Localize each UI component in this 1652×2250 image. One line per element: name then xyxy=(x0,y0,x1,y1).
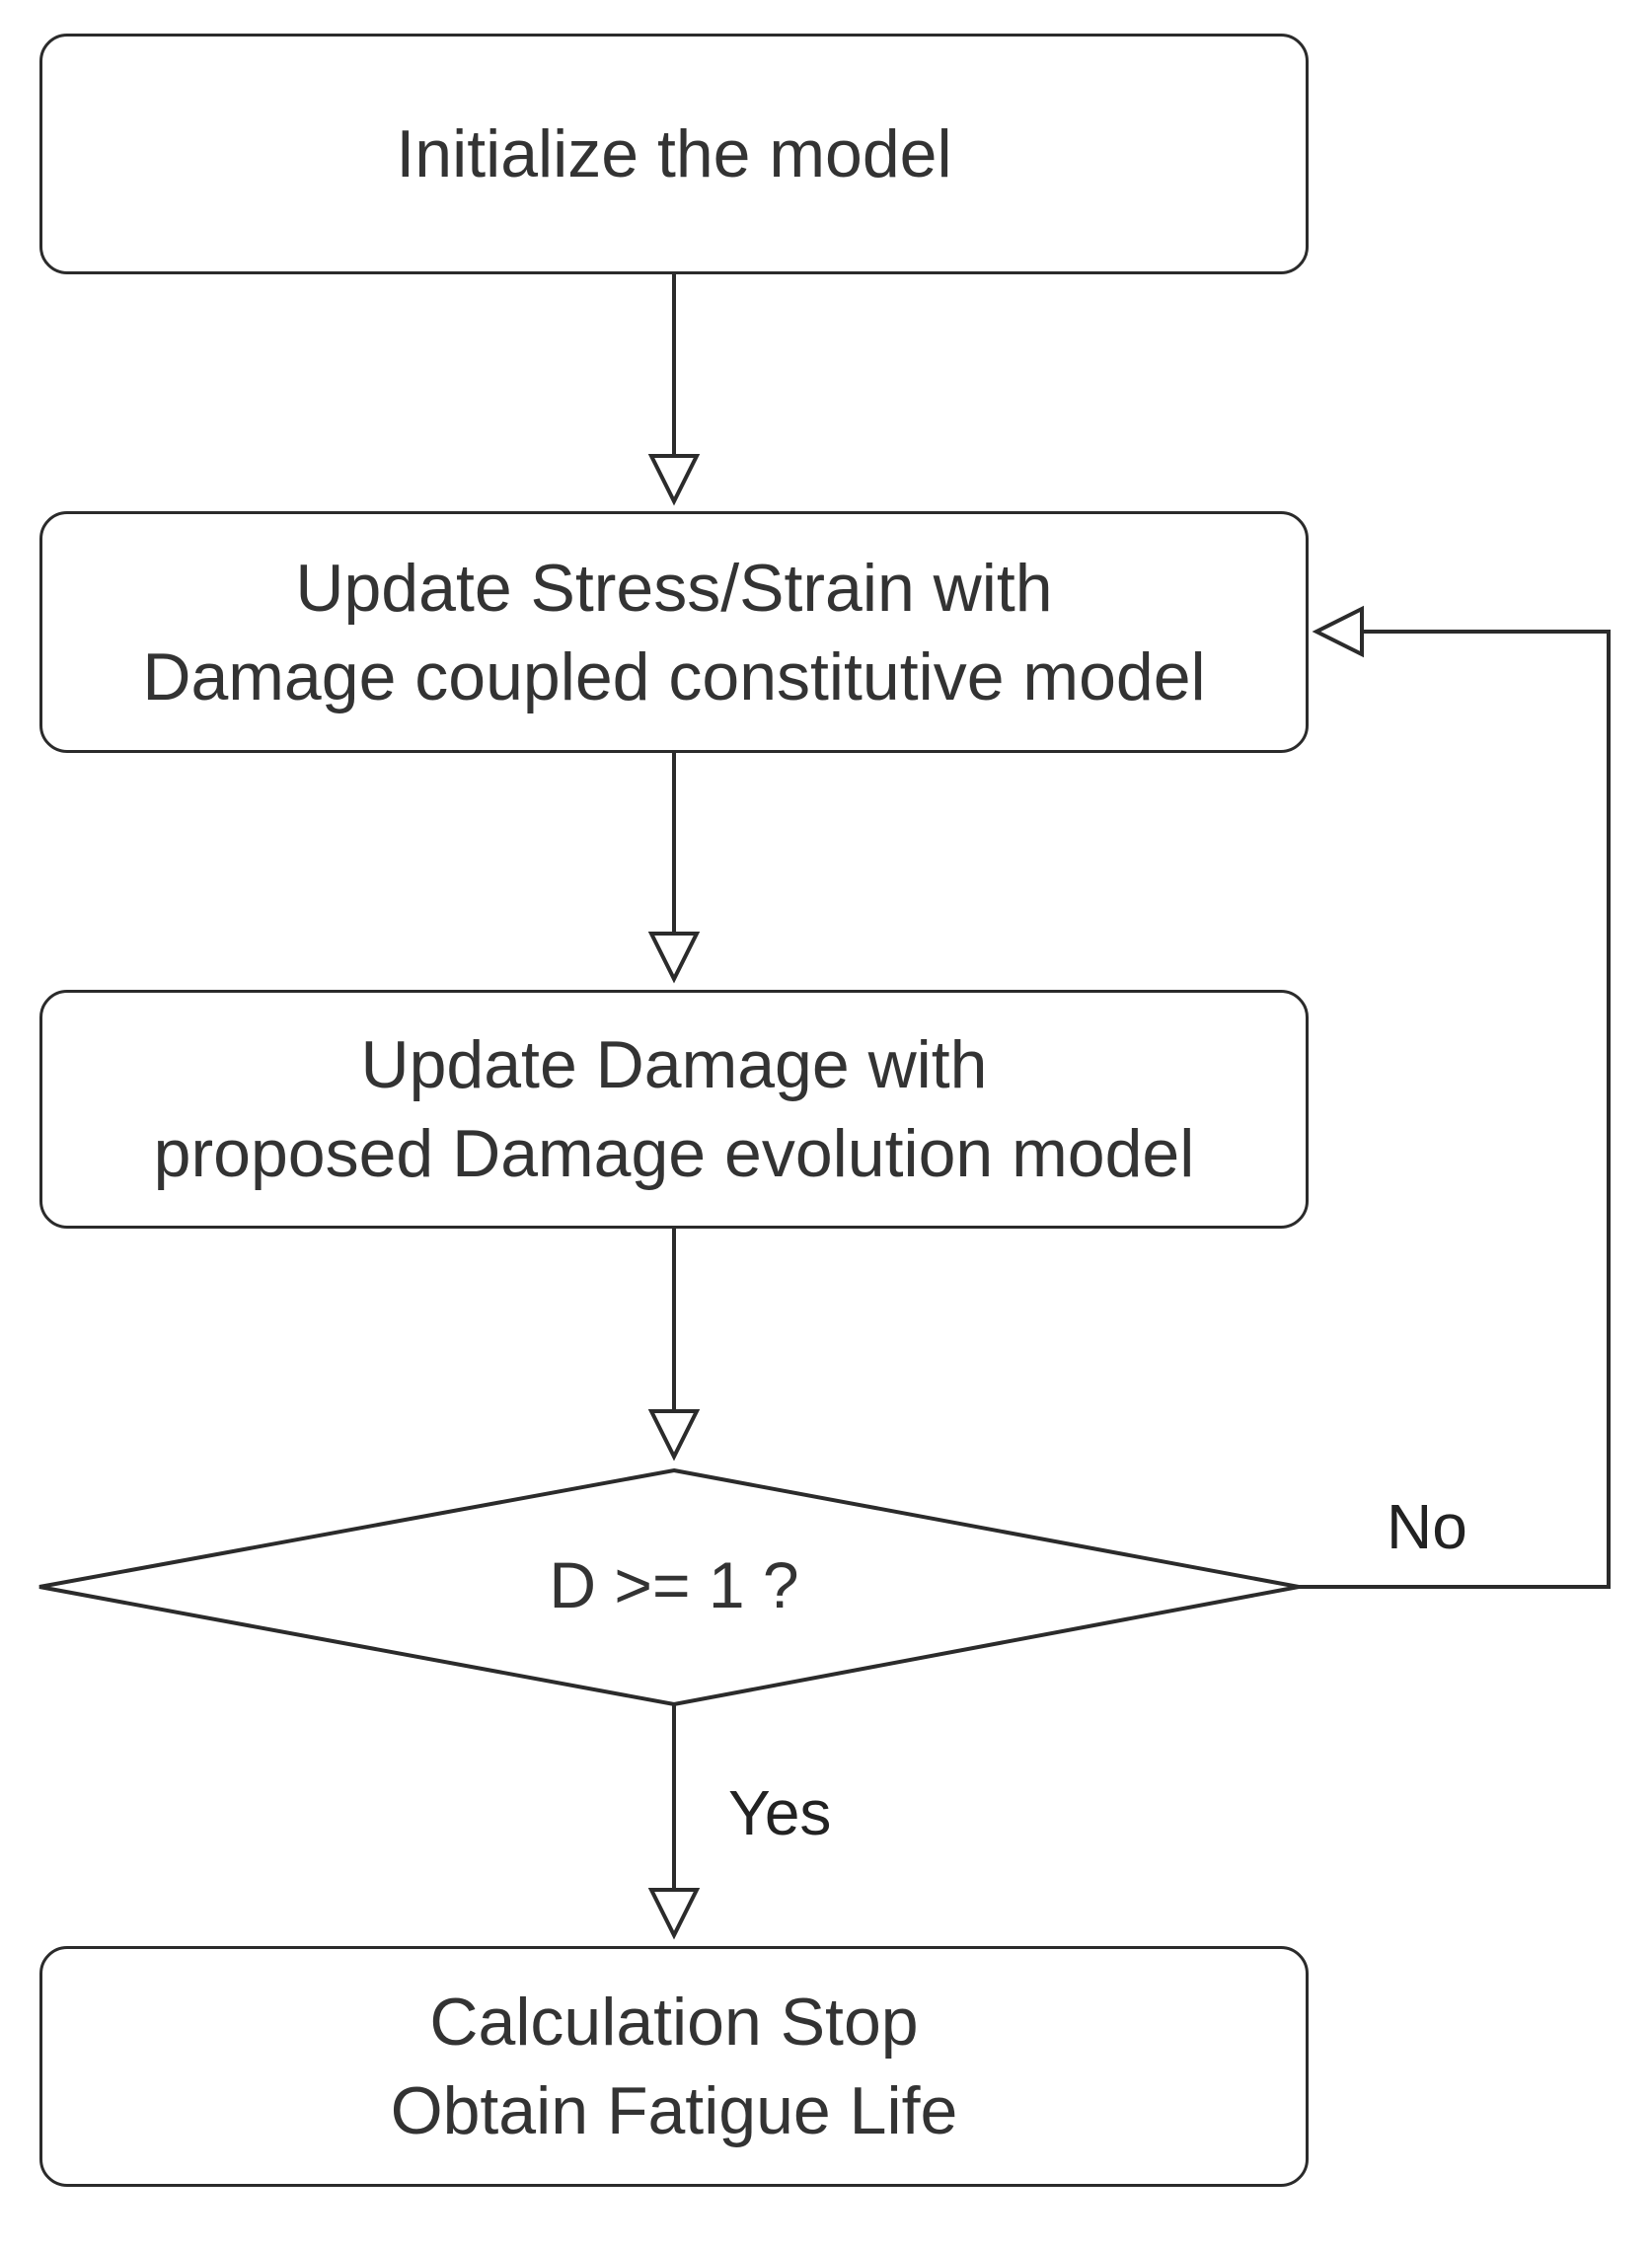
node-update-damage: Update Damage with proposed Damage evolu… xyxy=(39,990,1309,1229)
arrowhead-down-icon xyxy=(647,1409,701,1462)
node-update-stress-line-1: Update Stress/Strain with xyxy=(295,550,1053,626)
arrowhead-left-icon xyxy=(1312,605,1364,658)
node-stop-line-1: Calculation Stop xyxy=(429,1985,919,2060)
edge-label-yes: Yes xyxy=(728,1777,832,1848)
node-initialize: Initialize the model xyxy=(39,34,1309,274)
node-update-damage-line-2: proposed Damage evolution model xyxy=(153,1116,1195,1191)
node-stop-line-2: Obtain Fatigue Life xyxy=(390,2073,958,2148)
decision-label: D >= 1 ? xyxy=(549,1548,799,1621)
node-update-stress-line-2: Damage coupled constitutive model xyxy=(142,638,1206,714)
node-update-damage-line-1: Update Damage with xyxy=(360,1027,988,1102)
arrowhead-down-icon xyxy=(647,1888,701,1940)
node-update-stress-strain: Update Stress/Strain with Damage coupled… xyxy=(39,511,1309,753)
arrowhead-down-icon xyxy=(647,932,701,984)
arrowhead-down-icon xyxy=(647,454,701,506)
edge-no-loop xyxy=(1299,630,1611,1589)
node-calculation-stop: Calculation Stop Obtain Fatigue Life xyxy=(39,1946,1309,2187)
edge-label-no: No xyxy=(1387,1491,1467,1562)
node-initialize-line-1: Initialize the model xyxy=(396,116,952,191)
